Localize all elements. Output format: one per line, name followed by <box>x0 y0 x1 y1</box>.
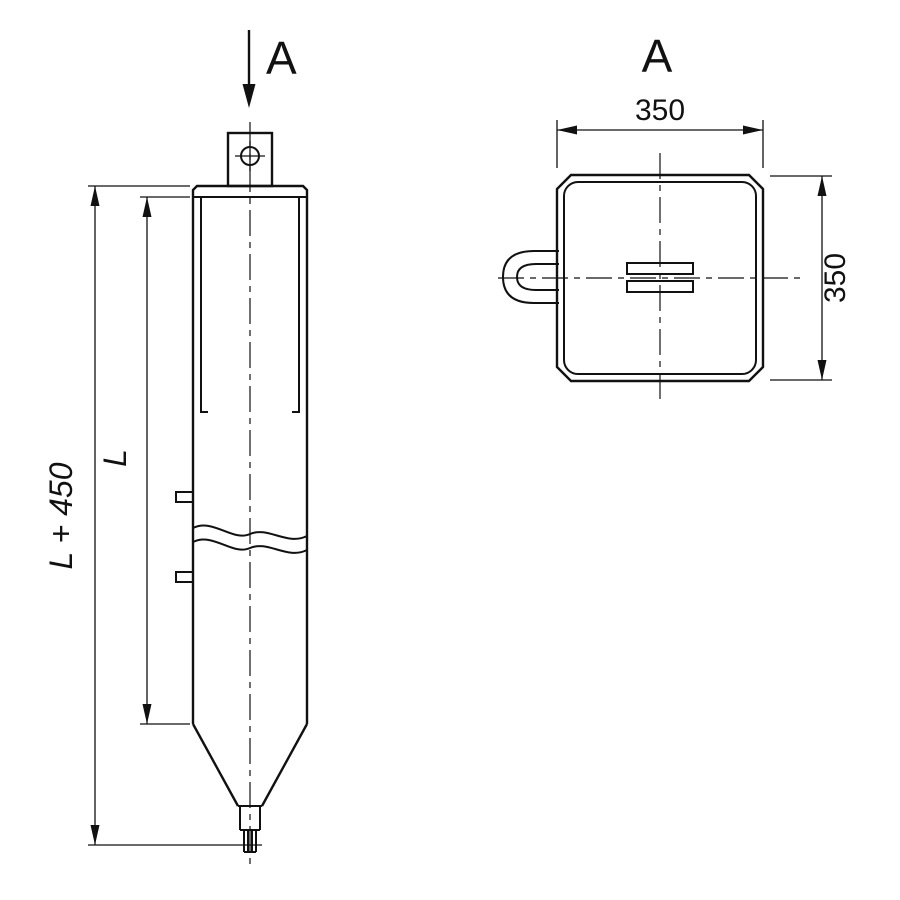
dim-arrow-bottom <box>817 360 827 380</box>
tip-taper-right <box>260 723 309 807</box>
dimension-total-length: L + 450 <box>43 185 262 846</box>
dim-width-label: 350 <box>635 94 685 127</box>
inner-recess-left <box>200 197 208 413</box>
tip-taper-left <box>191 723 240 807</box>
dimension-body-length: L <box>97 196 190 725</box>
section-cut-arrow: A <box>242 30 297 108</box>
view-a-label: A <box>642 30 673 82</box>
dim-height-label: 350 <box>819 253 852 303</box>
side-elevation-view: A <box>43 30 309 866</box>
dimension-width: 350 <box>556 94 764 168</box>
section-view-a: A 350 35 <box>498 30 852 402</box>
dimension-height: 350 <box>770 175 852 381</box>
dim-arrow-top <box>817 176 827 196</box>
break-line-lower <box>192 538 308 554</box>
inner-recess-right <box>292 197 300 413</box>
section-inner-edge <box>563 181 757 375</box>
dim-arrow-top <box>142 197 152 217</box>
tip-taper <box>191 723 309 807</box>
tip-detail <box>239 806 261 853</box>
side-loop-inner <box>515 263 559 291</box>
dim-total-length-label: L + 450 <box>43 462 79 569</box>
lug-top-view-lower-bar <box>626 280 694 293</box>
dim-arrow-right <box>743 125 763 135</box>
dim-arrow-bottom <box>142 704 152 724</box>
break-line-upper <box>192 524 308 540</box>
side-loop-outer <box>501 250 559 304</box>
dim-arrow-left <box>557 125 577 135</box>
section-arrow-label: A <box>266 32 297 84</box>
side-loop <box>501 250 559 304</box>
dim-body-length-label: L <box>97 449 133 467</box>
dim-arrow-bottom <box>90 825 100 845</box>
section-outline <box>555 173 765 383</box>
lug-top-view-upper-bar <box>626 262 694 275</box>
side-lug-lower <box>175 571 193 583</box>
side-lug-upper <box>175 491 193 503</box>
pile-body-outline <box>191 184 309 724</box>
section-arrow-head <box>242 84 256 108</box>
dim-arrow-top <box>90 186 100 206</box>
